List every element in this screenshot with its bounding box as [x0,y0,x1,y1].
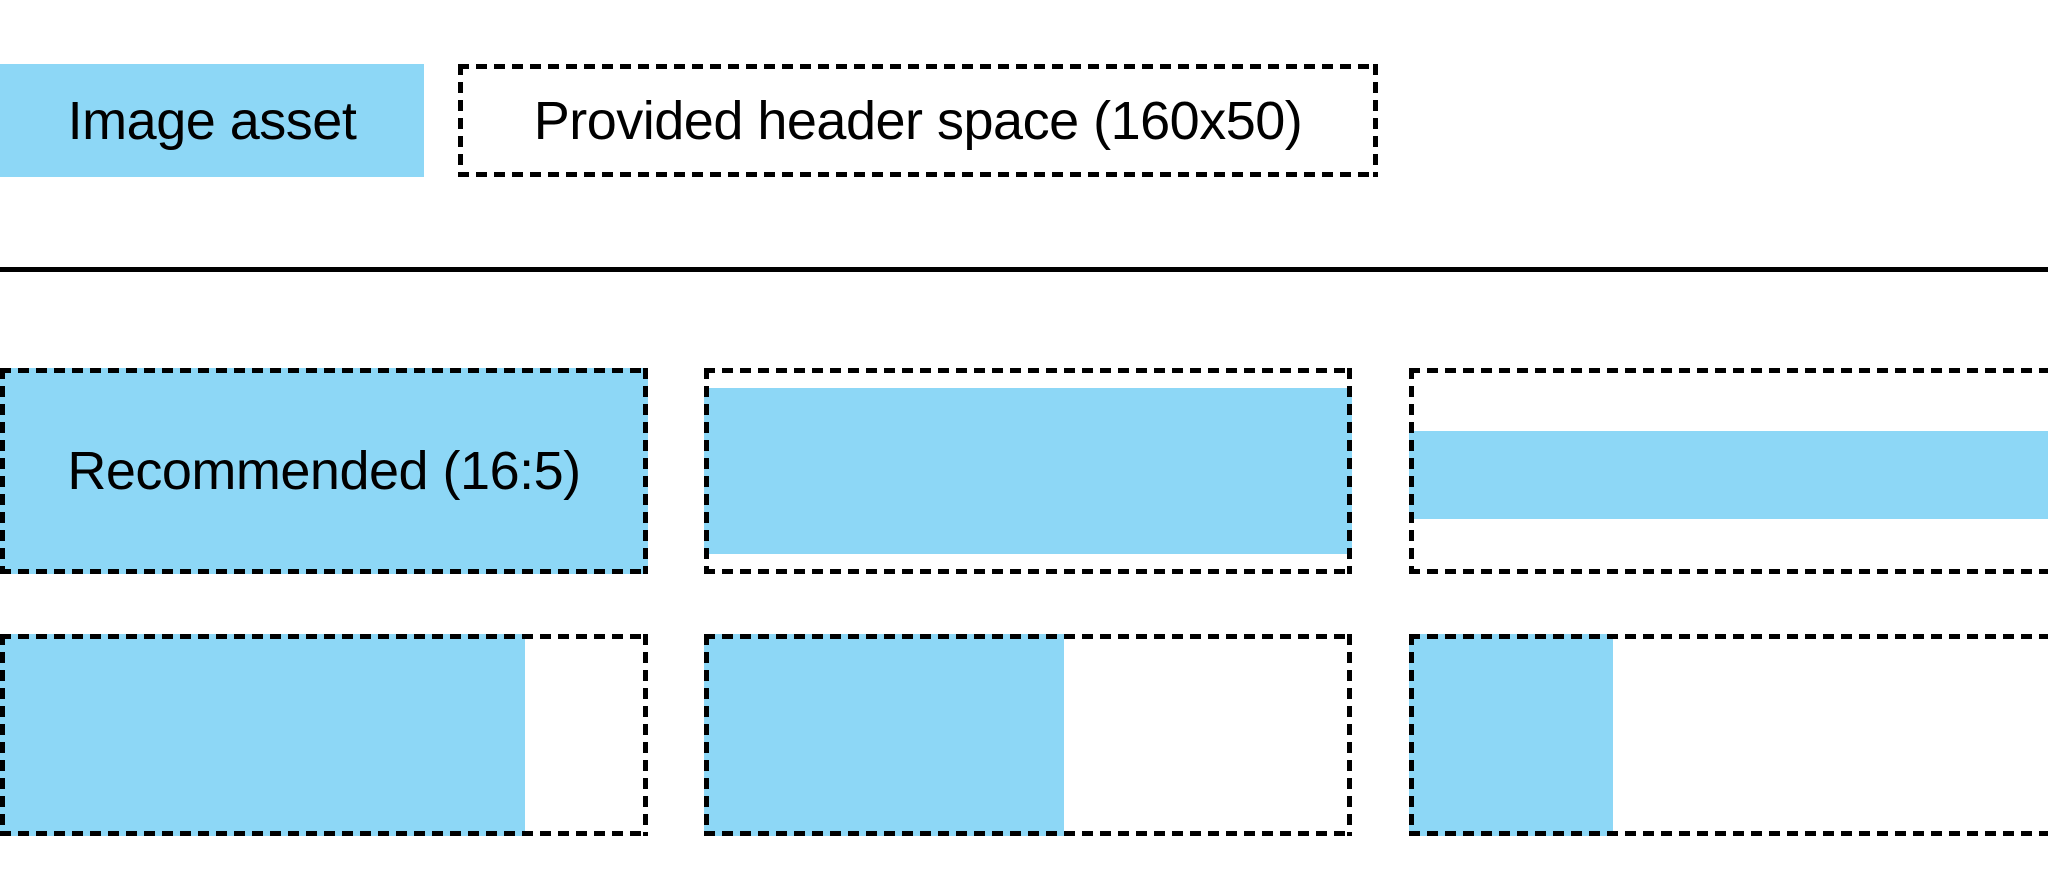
image-asset-fill [1409,634,1614,836]
example-box-medium-partial [704,634,1352,836]
header-space-legend-label: Provided header space (160x50) [533,90,1303,151]
example-box-letterboxed [704,368,1352,574]
example-box-narrow-partial [1409,634,2048,836]
recommended-label: Recommended (16:5) [67,441,581,501]
header-space-legend-box: Provided header space (160x50) [458,64,1378,177]
image-asset-fill [0,368,648,574]
divider-line [0,267,2048,272]
example-box-recommended: Recommended (16:5) [0,368,648,574]
example-box-thin-band [1409,368,2048,574]
image-asset-fill [704,387,1352,555]
image-asset-fill [1409,430,2048,520]
image-asset-fill [704,634,1064,836]
image-asset-legend-swatch: Image asset [0,64,424,177]
image-asset-legend-label: Image asset [67,90,357,151]
example-box-wide-partial [0,634,648,836]
image-asset-fill [0,634,525,836]
